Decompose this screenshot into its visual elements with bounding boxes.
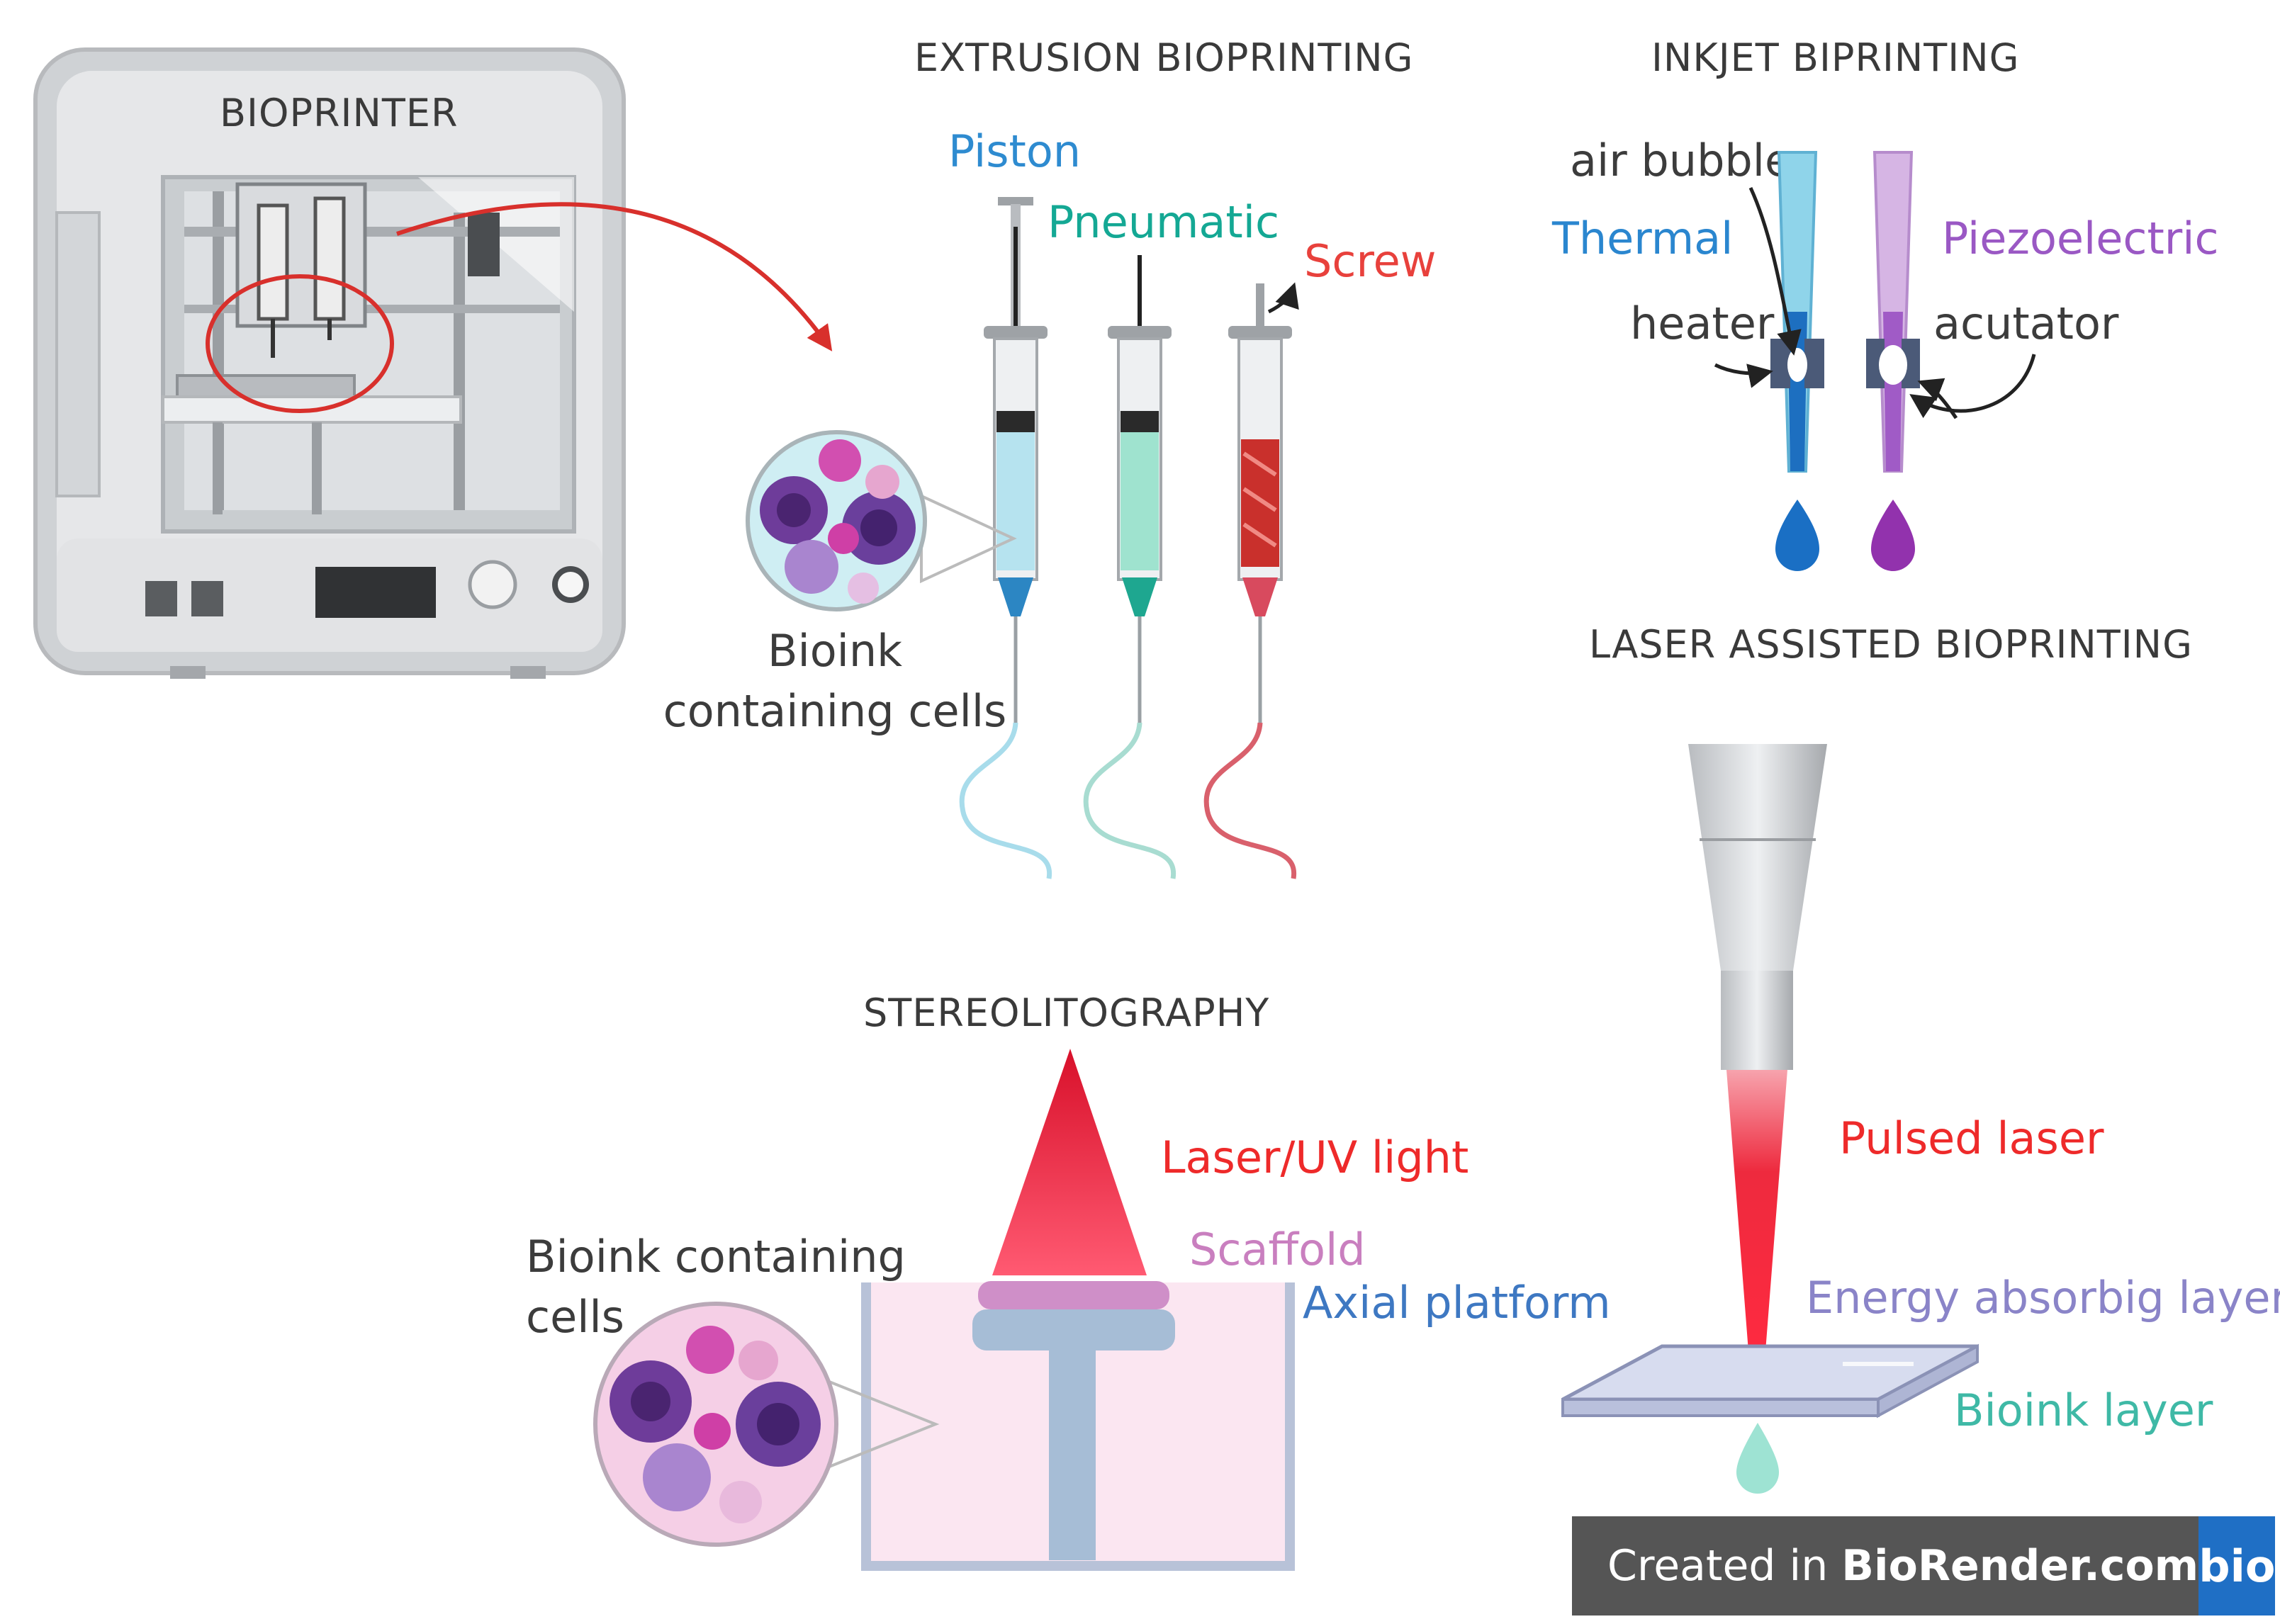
- stereo-vat: [828, 1281, 1295, 1571]
- actuator-label: acutator: [1933, 298, 2119, 349]
- created-in-text: Created in: [1607, 1541, 1842, 1591]
- piezoelectric-label: Piezoelectric: [1942, 213, 2219, 264]
- extrusion-title: EXTRUSION BIOPRINTING: [914, 35, 1414, 80]
- watermark-text: Created in BioRender.com: [1572, 1541, 2198, 1591]
- screw-syringe: [1203, 282, 1299, 879]
- stereo-title: STEREOLITOGRAPHY: [863, 991, 1269, 1035]
- biorender-logo-icon: bio: [2198, 1516, 2276, 1615]
- stereo-bioink-label-line1: Bioink containing: [526, 1231, 906, 1282]
- brand-name: BioRender.com: [1841, 1541, 2199, 1591]
- piezoelectric-nozzle: [1866, 151, 2036, 571]
- axial-platform-label: Axial platform: [1303, 1277, 1611, 1329]
- uv-light-beam: [992, 1049, 1147, 1275]
- pulsed-laser-label: Pulsed laser: [1839, 1112, 2104, 1164]
- bioink-cells-circle-bottom: [593, 1302, 838, 1547]
- thermal-label: Thermal: [1551, 213, 1733, 264]
- extrusion-bioink-label-line2: containing cells: [663, 685, 1007, 737]
- energy-layer-label: Energy absorbig layer: [1806, 1272, 2280, 1324]
- heater-label: heater: [1630, 298, 1775, 349]
- screw-label: Screw: [1304, 235, 1436, 287]
- pneumatic-syringe: [1083, 255, 1176, 879]
- laser-uv-label: Laser/UV light: [1161, 1132, 1468, 1183]
- air-bubble-label: air bubble: [1570, 135, 1792, 186]
- scaffold-label: Scaffold: [1189, 1224, 1366, 1275]
- inkjet-title: INKJET BIPRINTING: [1651, 35, 2019, 80]
- stereo-bioink-label-line2: cells: [526, 1291, 624, 1343]
- bioink-cells-circle-top: [746, 430, 1017, 611]
- thermal-nozzle: [1714, 151, 1824, 571]
- biorender-watermark: Created in BioRender.com bio: [1572, 1516, 2276, 1615]
- laser-head: [1688, 744, 1827, 1360]
- bioink-layer-label: Bioink layer: [1954, 1385, 2213, 1436]
- piston-label: Piston: [948, 125, 1081, 177]
- laser-slide: [1561, 1343, 1979, 1494]
- piston-syringe: [959, 197, 1052, 879]
- bioprinter-illustration: [33, 47, 833, 679]
- extrusion-bioink-label-line1: Bioink: [768, 625, 902, 677]
- pneumatic-label: Pneumatic: [1048, 196, 1279, 248]
- laser-title: LASER ASSISTED BIOPRINTING: [1589, 622, 2193, 667]
- bioprinter-title: BIOPRINTER: [220, 91, 459, 135]
